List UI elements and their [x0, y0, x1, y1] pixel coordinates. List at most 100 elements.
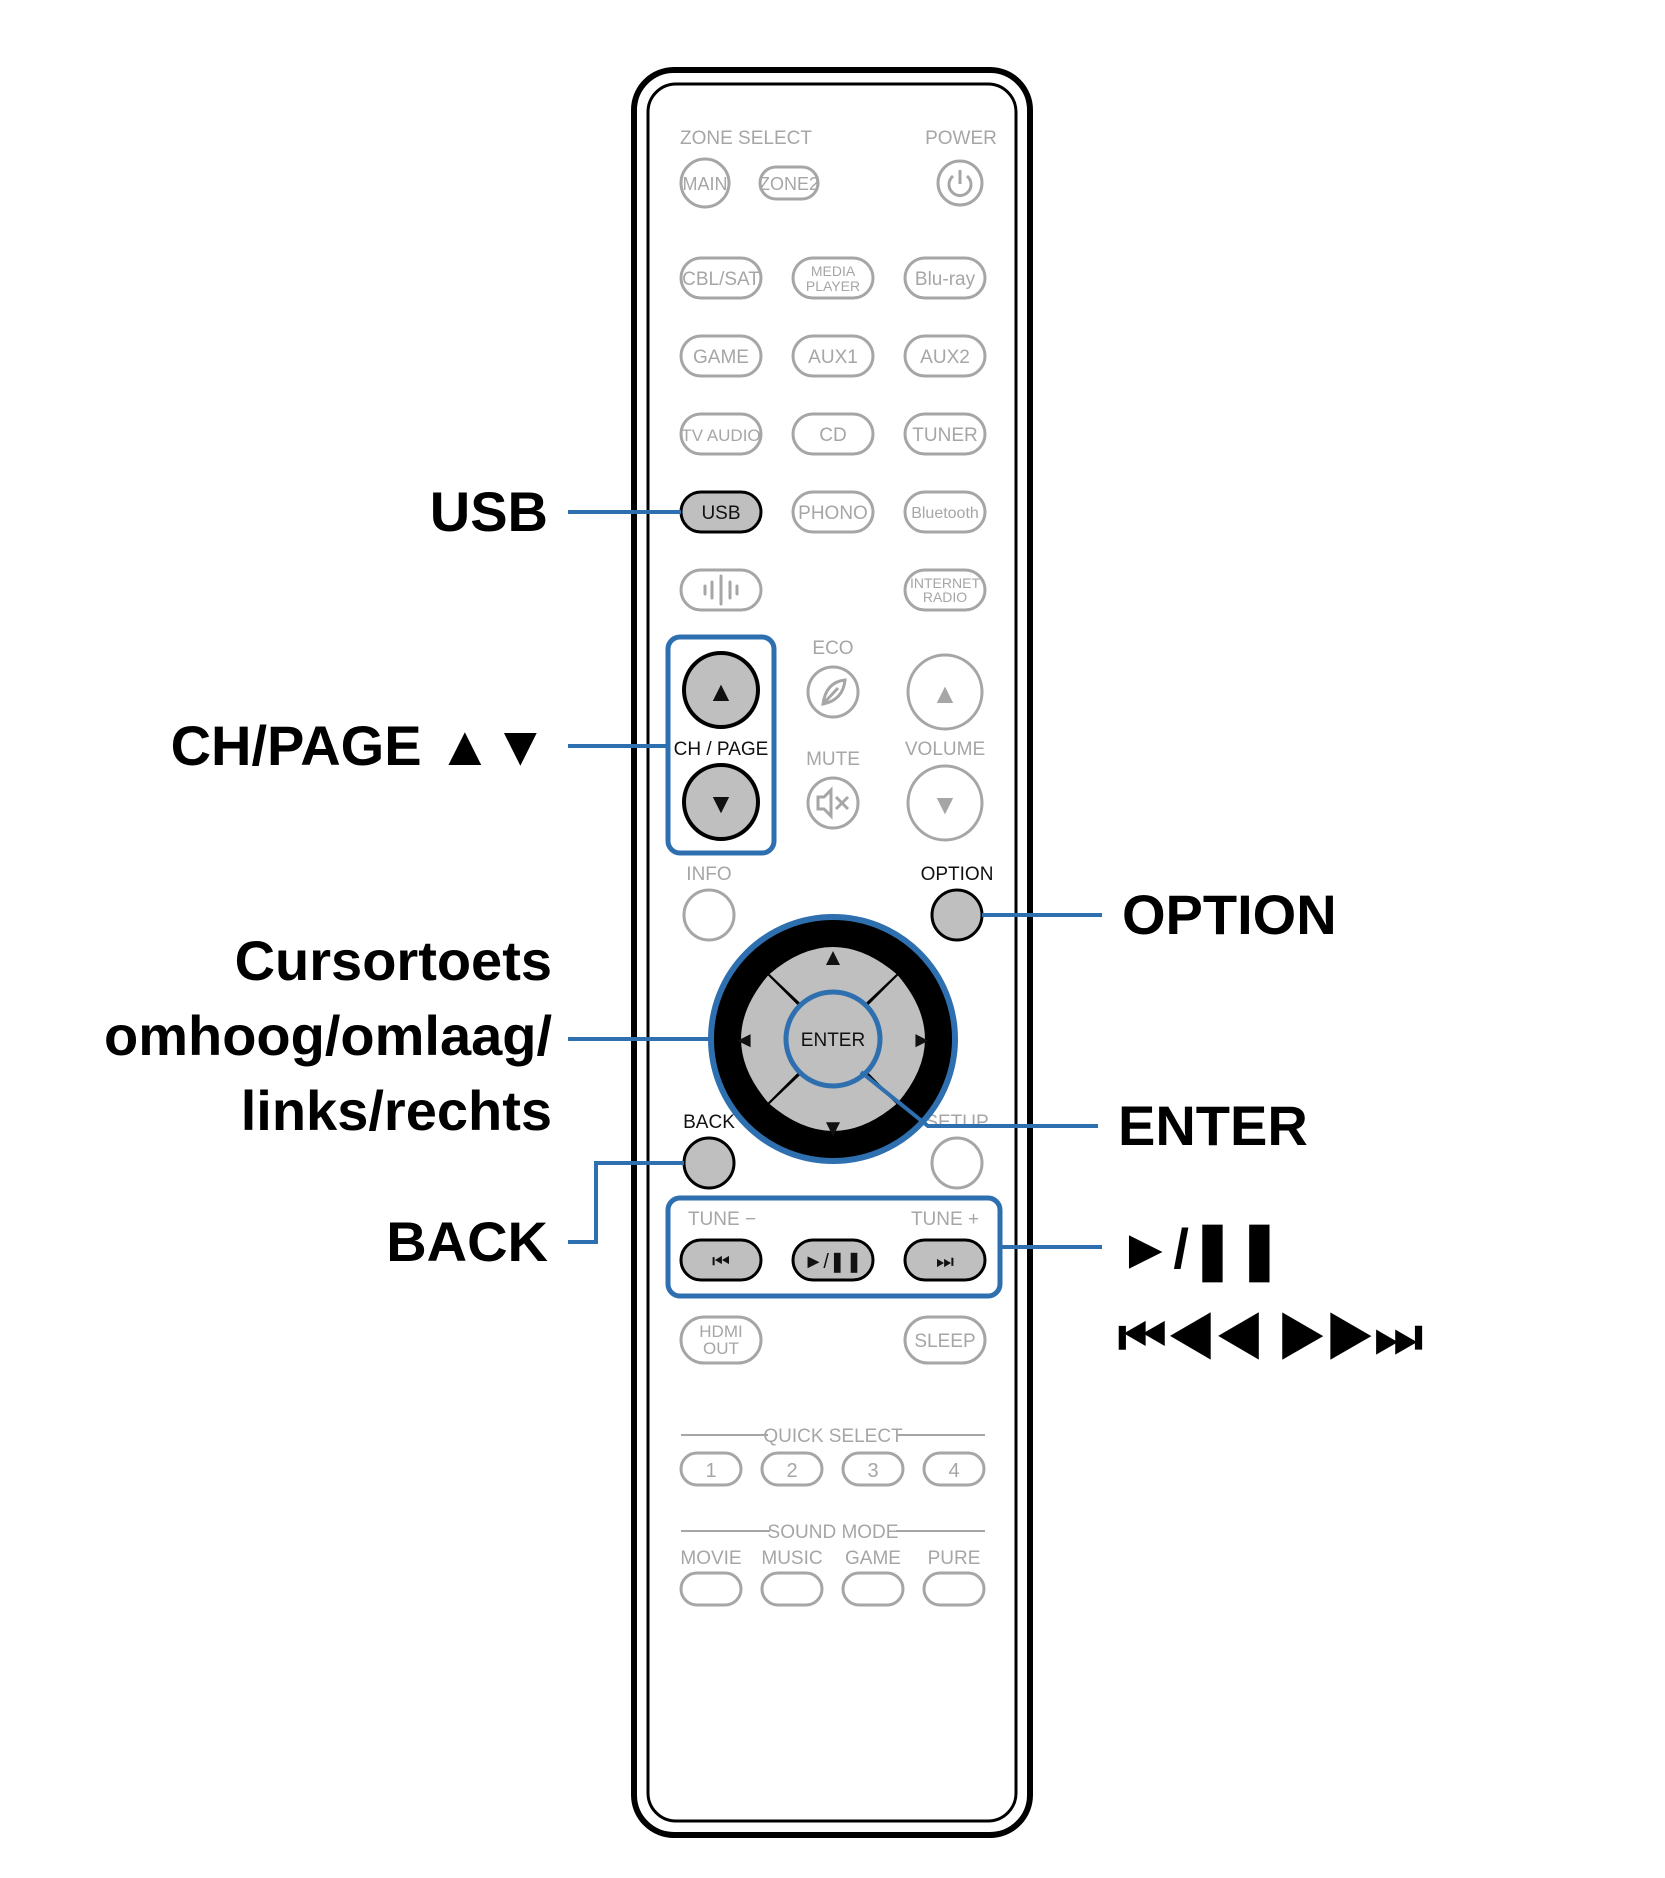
quick-select-4-label: 4 [948, 1460, 959, 1482]
zone-select-label: ZONE SELECT [680, 128, 812, 149]
callout-play-pause: ►/❚❚ [1118, 1217, 1283, 1283]
music-button[interactable] [760, 1571, 824, 1607]
quick-select-2-button[interactable]: 2 [760, 1451, 824, 1487]
setup-label: SETUP [925, 1112, 988, 1133]
internet-label: INTERNET [910, 575, 980, 591]
phono-button[interactable]: PHONO [791, 490, 875, 534]
volume-down-arrow: ▼ [931, 789, 959, 820]
hdmi-out-button[interactable]: HDMI OUT [679, 1315, 763, 1365]
pure-label: PURE [928, 1548, 981, 1569]
callout-option: OPTION [1122, 883, 1337, 946]
volume-down-button[interactable]: ▼ [906, 764, 984, 842]
heos-icon [703, 574, 739, 606]
zone2-label: ZONE2 [759, 174, 819, 194]
callout-cursor-line3: links/rechts [241, 1079, 552, 1142]
tuner-button[interactable]: TUNER [903, 412, 987, 456]
quick-select-3-label: 3 [867, 1460, 878, 1482]
leaf-icon [821, 678, 847, 706]
cursor-up-arrow: ▲ [821, 944, 845, 971]
cd-label: CD [819, 425, 846, 446]
tv-audio-button[interactable]: TV AUDIO [679, 412, 763, 456]
media-label: MEDIA [811, 263, 856, 279]
skip-forward-button[interactable]: ⏭ [903, 1238, 987, 1282]
music-label: MUSIC [761, 1548, 822, 1569]
zone2-button[interactable]: ZONE2 [758, 165, 820, 201]
quick-select-3-button[interactable]: 3 [841, 1451, 905, 1487]
cbl-sat-label: CBL/SAT [682, 269, 760, 290]
callout-ch-page: CH/PAGE ▲▼ [171, 714, 548, 777]
cursor-down-button[interactable]: ▼ [766, 1068, 900, 1142]
info-button[interactable] [682, 888, 736, 942]
cursor-left-button[interactable]: ◄ [733, 972, 804, 1106]
leader-lines [568, 510, 1102, 1249]
main-label: MAIN [683, 174, 728, 194]
quick-select-1-label: 1 [705, 1460, 716, 1482]
setup-button[interactable] [930, 1136, 984, 1190]
ch-page-up-button[interactable]: ▲ [682, 651, 760, 729]
pure-button[interactable] [922, 1571, 986, 1607]
skip-back-button[interactable]: ⏮ [679, 1238, 763, 1282]
skip-back-icon: ⏮ [712, 1251, 730, 1273]
quick-select-1-button[interactable]: 1 [679, 1451, 743, 1487]
hdmi-label: HDMI [699, 1322, 742, 1341]
back-button[interactable] [682, 1136, 736, 1190]
cursor-down-arrow: ▼ [821, 1115, 845, 1142]
bluetooth-label: Bluetooth [911, 505, 979, 522]
sound-mode-label: SOUND MODE [768, 1522, 899, 1543]
eco-label: ECO [812, 638, 853, 659]
callout-cursor-line2: omhoog/omlaag/ [104, 1004, 552, 1067]
movie-button[interactable] [679, 1571, 743, 1607]
media-player-button[interactable]: MEDIA PLAYER [791, 256, 875, 300]
tune-minus-label: TUNE − [688, 1209, 756, 1230]
cbl-sat-button[interactable]: CBL/SAT [679, 256, 763, 300]
quick-select-4-button[interactable]: 4 [922, 1451, 986, 1487]
option-label: OPTION [921, 864, 994, 885]
mute-button[interactable] [806, 776, 860, 830]
cursor-right-button[interactable]: ► [862, 972, 933, 1106]
tuner-label: TUNER [912, 425, 977, 446]
info-label: INFO [686, 864, 731, 885]
main-button[interactable]: MAIN [679, 157, 731, 209]
phono-label: PHONO [798, 503, 868, 524]
back-leader [568, 1161, 684, 1244]
volume-up-button[interactable]: ▲ [906, 653, 984, 731]
usb-label: USB [701, 503, 740, 524]
bluray-button[interactable]: Blu-ray [903, 256, 987, 300]
ch-page-label: CH / PAGE [674, 739, 769, 760]
power-label: POWER [925, 128, 997, 149]
internet-radio-button[interactable]: INTERNET RADIO [903, 568, 987, 612]
option-button[interactable] [930, 888, 984, 942]
ch-page-up-arrow: ▲ [707, 676, 735, 707]
quick-select-2-label: 2 [786, 1460, 797, 1482]
aux1-label: AUX1 [808, 347, 858, 368]
callout-enter: ENTER [1118, 1094, 1308, 1157]
game-label: GAME [693, 347, 749, 368]
sleep-button[interactable]: SLEEP [903, 1315, 987, 1365]
callout-skip: ⏮◀◀ ▶▶⏭ [1118, 1307, 1423, 1367]
power-button[interactable] [936, 159, 984, 207]
skip-forward-icon: ⏭ [936, 1251, 954, 1273]
eco-button[interactable] [806, 665, 860, 719]
ch-page-down-button[interactable]: ▼ [682, 763, 760, 841]
game-mode-label: GAME [845, 1548, 901, 1569]
heos-button[interactable] [679, 568, 763, 612]
tv-audio-label: TV AUDIO [681, 426, 760, 445]
bluetooth-button[interactable]: Bluetooth [903, 490, 987, 534]
mute-label: MUTE [806, 749, 860, 770]
callout-usb: USB [430, 480, 548, 543]
aux2-label: AUX2 [920, 347, 970, 368]
cd-button[interactable]: CD [791, 412, 875, 456]
play-pause-button[interactable]: ►/❚❚ [791, 1238, 875, 1282]
aux2-button[interactable]: AUX2 [903, 334, 987, 378]
volume-label: VOLUME [905, 739, 985, 760]
game-button[interactable]: GAME [679, 334, 763, 378]
enter-label: ENTER [801, 1030, 865, 1051]
enter-button[interactable]: ENTER [783, 989, 883, 1089]
usb-button[interactable]: USB [679, 490, 763, 534]
radio-label: RADIO [923, 589, 967, 605]
game-mode-button[interactable] [841, 1571, 905, 1607]
cursor-left-arrow: ◄ [733, 1027, 755, 1052]
aux1-button[interactable]: AUX1 [791, 334, 875, 378]
out-label: OUT [703, 1339, 739, 1358]
